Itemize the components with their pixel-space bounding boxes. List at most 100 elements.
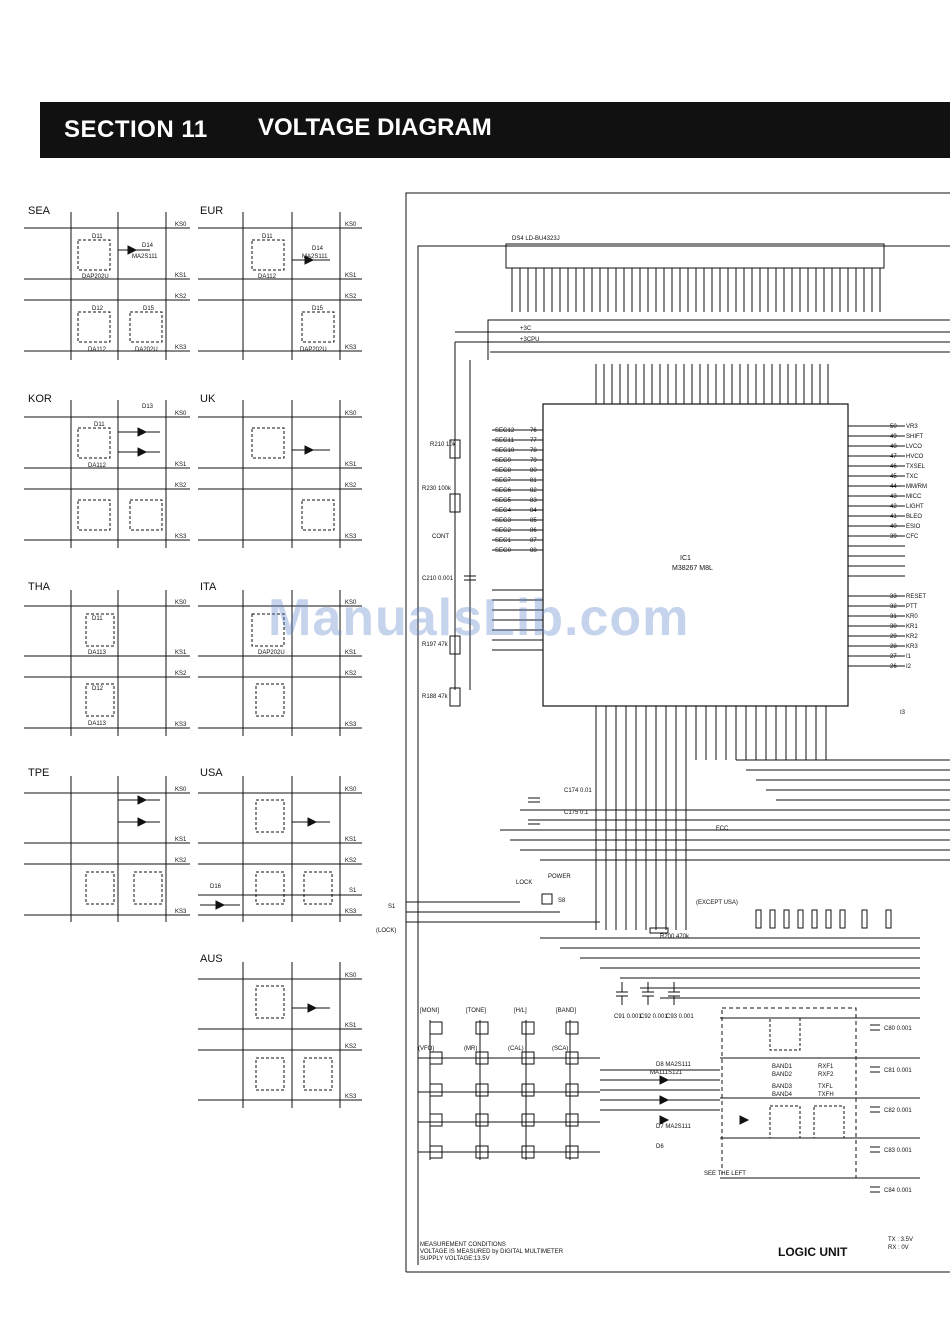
ic-pin-number: 33	[890, 594, 897, 600]
ks-label: KS1	[175, 273, 187, 279]
region-label-aus: AUS	[200, 953, 223, 965]
part-label: D13	[142, 404, 154, 410]
ic-pin-name: KR2	[906, 634, 918, 640]
component-label: C83 0.001	[884, 1148, 912, 1154]
ic-pin-number: 77	[530, 438, 537, 444]
ks-label: S1	[349, 888, 357, 894]
component-label: C174 0.01	[564, 788, 592, 794]
panel-kor	[24, 400, 190, 548]
ic1-part: M38267 M8L	[672, 565, 713, 572]
ks-label: KS1	[345, 1023, 357, 1029]
signal-label: CONT	[432, 534, 449, 540]
ic-pin-number: 47	[890, 454, 897, 460]
ks-label: KS2	[345, 1044, 357, 1050]
part-label: D12	[92, 306, 104, 312]
ic1-ref: IC1	[680, 555, 691, 562]
part-label: D14	[142, 243, 154, 249]
ks-label: KS3	[175, 909, 187, 915]
component-label: C80 0.001	[884, 1026, 912, 1032]
ic-pin-number: 41	[890, 514, 897, 520]
ks-label: KS0	[345, 600, 357, 606]
ic-pin-name: TXSEL	[906, 464, 926, 470]
component-label: R200 470k	[660, 934, 690, 940]
ks-label: KS1	[345, 650, 357, 656]
signal-label: TXFL	[818, 1084, 833, 1090]
signal-label: BAND1	[772, 1064, 793, 1070]
ks-label: KS2	[175, 858, 187, 864]
ks-label: KS1	[345, 462, 357, 468]
key-label-hl: [H/L]	[514, 1008, 527, 1014]
ic-pin-name: LVCO	[906, 444, 922, 450]
component-label: D6	[656, 1144, 664, 1150]
ic-pin-name: BLEO	[906, 514, 922, 520]
key-matrix	[418, 1020, 600, 1160]
ic-pin-name: MM/RM	[906, 484, 927, 490]
component-label: C210 0.001	[422, 576, 454, 582]
ic-pin-number: 46	[890, 464, 897, 470]
rail-label: +3C	[520, 326, 532, 332]
ic-pin-number: 31	[890, 614, 897, 620]
key-label-sca: (SCA)	[552, 1046, 568, 1052]
ic-pin-name: SEG4	[495, 508, 512, 514]
part-label: DAP202U	[82, 274, 109, 280]
ic-pin-number: 85	[530, 518, 537, 524]
signal-label: TXFH	[818, 1092, 834, 1098]
key-label-vfo: (VFO)	[418, 1046, 434, 1052]
ic-pin-name: PTT	[906, 604, 918, 610]
component-label: C81 0.001	[884, 1068, 912, 1074]
ic-pin-name: SHIFT	[906, 434, 924, 440]
ic1-body	[542, 403, 849, 707]
signal-label: RXF1	[818, 1064, 834, 1070]
part-label: DA113	[88, 721, 107, 727]
ic-pin-number: 86	[530, 528, 537, 534]
part-label: DA112	[258, 274, 277, 280]
rail-label: +3CPU	[520, 337, 540, 343]
signal-label: BAND2	[772, 1072, 793, 1078]
ks-label: KS2	[175, 483, 187, 489]
ic-pin-name: ESIO	[906, 524, 921, 530]
component-label: D7 MA2S111	[656, 1124, 691, 1130]
ic-pin-name: SEG8	[495, 468, 512, 474]
ic-pin-number: 28	[890, 644, 897, 650]
ks-label: KS3	[175, 722, 187, 728]
panel-tpe	[24, 776, 190, 922]
component-label: C91 0.001	[614, 1014, 642, 1020]
ks-label: KS2	[175, 294, 187, 300]
watermark: ManualsLib.com	[268, 589, 690, 647]
component-label: MA111S121	[650, 1070, 683, 1076]
region-label-sea: SEA	[28, 205, 51, 217]
part-label: D11	[262, 234, 273, 240]
ic-pin-number: 40	[890, 524, 897, 530]
ic-pin-name: SEG7	[495, 478, 512, 484]
ks-label: KS1	[345, 273, 357, 279]
ic-pin-name: SEG9	[495, 458, 512, 464]
ic-pin-number: 49	[890, 434, 897, 440]
panel-usa	[198, 776, 362, 922]
component-label: D8 MA2S111	[656, 1062, 691, 1068]
ic-pin-name: RESET	[906, 594, 926, 600]
ic-pin-name: SEG12	[495, 428, 515, 434]
ks-label: KS2	[345, 671, 357, 677]
panel-sea	[24, 212, 190, 360]
ic-pin-name: SEG2	[495, 528, 512, 534]
ic-pin-name: KR3	[906, 644, 918, 650]
key-label-band: [BAND]	[556, 1008, 576, 1014]
section-header: SECTION 11 VOLTAGE DIAGRAM	[40, 102, 950, 158]
part-label: D15	[312, 306, 324, 312]
ic-pin-name: SEG1	[495, 538, 512, 544]
signal-label: BAND4	[772, 1092, 793, 1098]
ks-label: KS1	[345, 837, 357, 843]
ks-label: KS3	[175, 345, 187, 351]
part-label: DA113	[88, 650, 107, 656]
signal-label: BAND3	[772, 1084, 793, 1090]
footer-line-3: SUPPLY VOLTAGE:13.5V	[420, 1256, 490, 1262]
part-label: D15	[143, 306, 155, 312]
ks-label: KS2	[345, 294, 357, 300]
key-label-cal: (CAL)	[508, 1046, 524, 1052]
ks-label: KS3	[345, 345, 357, 351]
ks-label: KS3	[345, 722, 357, 728]
component-label: R230 100k	[422, 486, 452, 492]
ic-pin-number: 81	[530, 478, 537, 484]
